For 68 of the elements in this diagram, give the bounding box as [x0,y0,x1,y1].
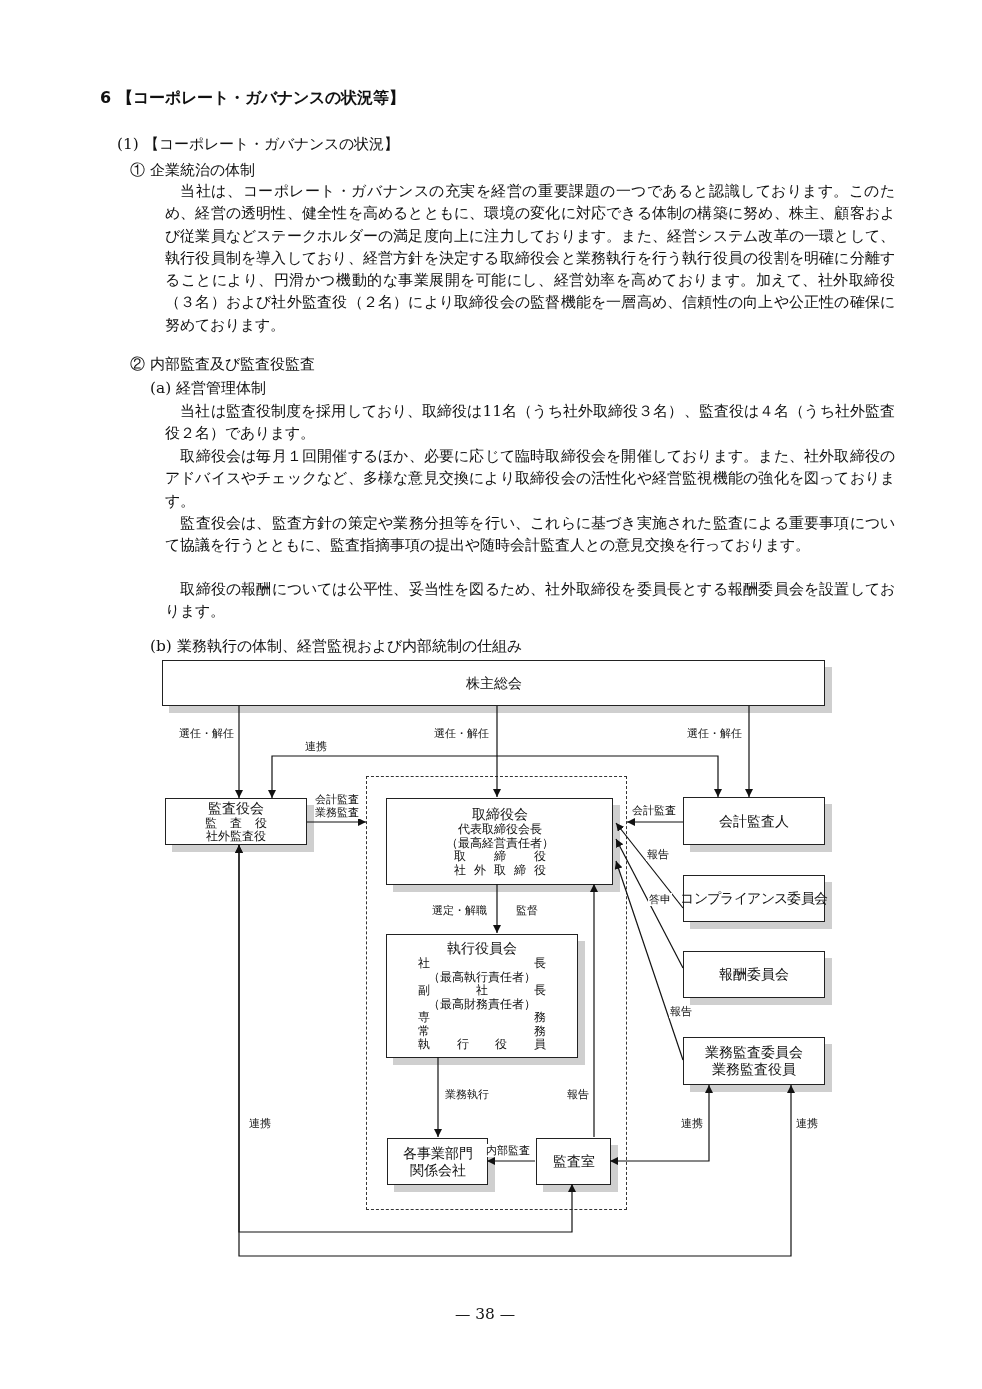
edge-label: 選任・解任 [178,727,235,740]
box-text: 取締役 [453,850,546,864]
subheading: (1) 【コーポレート・ガバナンスの状況】 [117,134,399,155]
box-title: 取締役会 [471,806,528,823]
page-number: — 38 — [455,1305,516,1323]
box-text: 関係会社 [409,1161,466,1179]
box-text: （最高経営責任者） [445,836,554,850]
box-text: 監査役 [205,816,267,830]
side-note: 監督 [515,904,539,917]
paragraph: 監査役会は、監査方針の策定や業務分担等を行い、これらに基づき実施された監査による重要事項について協議を行うとともに、監査指摘事項の提出や随時会計監査人との意見交換を行っております。 [165,513,895,557]
box-title: 会計監査人 [719,812,789,830]
arrow [745,705,753,798]
box-title: 報酬委員会 [719,966,789,983]
arrow [268,755,722,799]
edge-label: 選任・解任 [686,727,743,740]
edge-label: 業務執行 [444,1088,490,1101]
box-text: 社外監査役 [206,830,266,844]
subheading: ① 企業統治の体制 [130,160,255,181]
section-heading: 6 【コーポレート・ガバナンスの状況等】 [100,88,405,109]
arrow [306,818,367,826]
paragraph: 当社は監査役制度を採用しており、取締役は11名（うち社外取締役３名）、監査役は４名（うち社外監査役２名）であります。 [165,401,895,445]
subheading: (a) 経営管理体制 [150,378,267,399]
box-text: 代表取締役会長 [457,823,542,837]
arrow [434,1056,442,1138]
arrow [615,838,684,969]
subheading: (b) 業務執行の体制、経営監視および内部統制の仕組み [150,636,522,657]
arrow [609,1084,713,1165]
box-text: 副社長 [418,984,546,998]
edge-label: 報告 [566,1088,590,1101]
dashed-boundary [366,776,627,1210]
box-title: 監査役会 [208,799,264,817]
box-text: （最高財務責任者） [428,997,536,1011]
subheading: ② 内部監査及び監査役監査 [130,354,315,375]
arrow [493,705,501,798]
arrow [614,860,684,1061]
box-text: （最高執行責任者） [428,970,536,984]
arrow [235,705,243,799]
edge-label: 答申 [648,893,672,906]
box-title: 執行役員会 [447,940,517,958]
edge-label: 選定・解職 [431,904,488,917]
edge-label: 連携 [248,1117,272,1130]
edge-label: 連携 [795,1117,819,1130]
box-title: 監査室 [552,1153,595,1170]
arrow [486,1157,536,1165]
box-text: 専務 [418,1011,546,1025]
edge-label: 連携 [304,740,328,753]
paragraph: 取締役の報酬については公平性、妥当性を図るため、社外取締役を委員長とする報酬委員会を設置しております。 [165,579,895,623]
arrow [493,883,501,934]
box-text: 業務監査役員 [712,1061,796,1078]
box-text: 常務 [418,1024,546,1038]
box-title: 業務監査委員会 [705,1044,803,1061]
edge-label: 内部監査 [485,1144,531,1157]
box-text: 執行役員 [418,1038,546,1052]
edge-label: 報告 [646,848,670,861]
arrow [590,883,598,1138]
paragraph: 取締役会は毎月１回開催するほか、必要に応じて臨時取締役会を開催しております。また、社外取締役のアドバイスやチェックなど、多様な意見交換により取締役会の活性化や経営監視機能の強化を図っております。 [165,446,895,512]
box-title: 株主総会 [465,674,522,692]
edge-label: 選任・解任 [433,727,490,740]
arrow [235,844,795,1257]
box-text: 社外取締役 [453,863,546,877]
paragraph: 当社は、コーポレート・ガバナンスの充実を経営の重要課題の一つであると認識しております。このため、経営の透明性、健全性を高めるとともに、環境の変化に対応できる体制の構築に努め、株主、顧客および従業員などステークホルダーの満足度向上に注力しております。また、経営システム改革の一環として、執行役員制を導入しており、経営方針を決定する取締役会と業務執行を行う執行役員の役割を明確に分離することにより、円滑かつ機動的な事業展開を可能にし、経営効率を高めております。加えて、社外取締役（３名）および社外監査役（２名）により取締役会の監督機能を一層高め、信頼性の向上や公正性の確保に努めております。 [165,181,895,336]
box-text: 社長 [418,957,546,971]
arrow [615,822,684,909]
edge-label: 報告 [669,1005,693,1018]
arrow [626,818,684,826]
edge-label: 連携 [680,1117,704,1130]
box-title: 各事業部門 [402,1144,473,1162]
edge-label: 会計監査 [631,804,677,817]
